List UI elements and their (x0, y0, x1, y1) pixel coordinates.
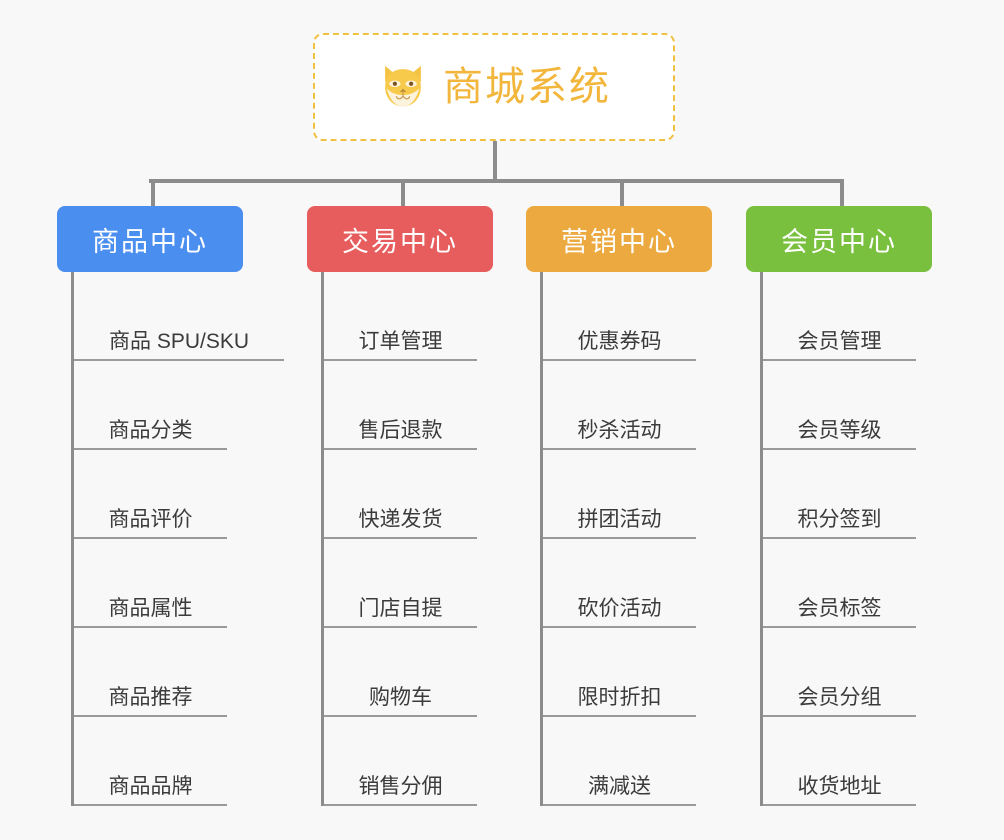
column-trade-center: 交易中心订单管理售后退款快递发货门店自提购物车销售分佣 (307, 206, 537, 806)
leaf-item-label: 快递发货 (358, 507, 443, 531)
root-title: 商城系统 (443, 65, 611, 109)
category-box-member-center[interactable]: 会员中心 (746, 206, 932, 272)
leaf-item[interactable]: 销售分佣 (324, 717, 477, 806)
leaf-item[interactable]: 砍价活动 (543, 539, 696, 628)
root-node[interactable]: 商城系统 (313, 33, 675, 141)
leaf-item-label: 砍价活动 (577, 596, 662, 620)
connector-drop-product-center (151, 179, 155, 206)
leaf-item-label: 会员管理 (797, 329, 882, 353)
leaf-item-label: 门店自提 (358, 596, 443, 620)
leaf-item[interactable]: 快递发货 (324, 450, 477, 539)
leaf-item-label: 优惠券码 (577, 329, 662, 353)
leaf-item[interactable]: 商品品牌 (74, 717, 227, 806)
leaf-item[interactable]: 收货地址 (763, 717, 916, 806)
leaf-item[interactable]: 售后退款 (324, 361, 477, 450)
leaf-item-label: 满减送 (588, 774, 651, 798)
leaf-item-label: 商品品牌 (108, 774, 193, 798)
leaf-item[interactable]: 商品属性 (74, 539, 227, 628)
leaf-item[interactable]: 购物车 (324, 628, 477, 717)
column-product-center: 商品中心商品 SPU/SKU 商品分类商品评价商品属性商品推荐商品品牌 (57, 206, 287, 806)
leaf-item[interactable]: 会员分组 (763, 628, 916, 717)
leaf-item-label: 商品评价 (108, 507, 193, 531)
leaf-item[interactable]: 会员标签 (763, 539, 916, 628)
column-marketing-center: 营销中心优惠券码秒杀活动拼团活动砍价活动限时折扣满减送 (526, 206, 756, 806)
leaf-item[interactable]: 商品推荐 (74, 628, 227, 717)
leaf-item-label: 订单管理 (358, 329, 443, 353)
shiba-dog-face-icon (385, 65, 421, 107)
leaf-item[interactable]: 商品 SPU/SKU (74, 272, 284, 361)
leaf-item-label: 积分签到 (797, 507, 882, 531)
leaf-item-label: 购物车 (369, 685, 432, 709)
leaf-item-label: 会员等级 (797, 418, 882, 442)
connector-drop-trade-center (401, 179, 405, 206)
leaf-item-label: 秒杀活动 (577, 418, 662, 442)
leaf-item[interactable]: 会员管理 (763, 272, 916, 361)
leaf-item-label: 商品 SPU/SKU (108, 329, 250, 353)
category-box-trade-center[interactable]: 交易中心 (307, 206, 493, 272)
leaf-item[interactable]: 优惠券码 (543, 272, 696, 361)
leaf-item[interactable]: 限时折扣 (543, 628, 696, 717)
leaf-item-label: 商品推荐 (108, 685, 193, 709)
leaf-item-label: 销售分佣 (358, 774, 443, 798)
leaf-item-label: 限时折扣 (577, 685, 662, 709)
leaf-list-marketing-center: 优惠券码秒杀活动拼团活动砍价活动限时折扣满减送 (540, 272, 756, 806)
leaf-item[interactable]: 商品评价 (74, 450, 227, 539)
leaf-item-label: 商品属性 (108, 596, 193, 620)
connector-root-stem (493, 141, 497, 181)
leaf-item-label: 拼团活动 (577, 507, 662, 531)
connector-drop-marketing-center (620, 179, 624, 206)
leaf-item[interactable]: 积分签到 (763, 450, 916, 539)
column-member-center: 会员中心会员管理会员等级积分签到会员标签会员分组收货地址 (746, 206, 976, 806)
leaf-item[interactable]: 拼团活动 (543, 450, 696, 539)
leaf-list-product-center: 商品 SPU/SKU 商品分类商品评价商品属性商品推荐商品品牌 (71, 272, 287, 806)
category-box-product-center[interactable]: 商品中心 (57, 206, 243, 272)
connector-horizontal-bus (149, 179, 841, 183)
leaf-item[interactable]: 满减送 (543, 717, 696, 806)
leaf-list-trade-center: 订单管理售后退款快递发货门店自提购物车销售分佣 (321, 272, 537, 806)
leaf-item-label: 售后退款 (358, 418, 443, 442)
leaf-list-member-center: 会员管理会员等级积分签到会员标签会员分组收货地址 (760, 272, 976, 806)
leaf-item-label: 会员标签 (797, 596, 882, 620)
leaf-item-label: 会员分组 (797, 685, 882, 709)
leaf-item[interactable]: 订单管理 (324, 272, 477, 361)
leaf-item-label: 收货地址 (797, 774, 882, 798)
category-box-marketing-center[interactable]: 营销中心 (526, 206, 712, 272)
leaf-item[interactable]: 商品分类 (74, 361, 227, 450)
connector-drop-member-center (840, 179, 844, 206)
leaf-item[interactable]: 会员等级 (763, 361, 916, 450)
leaf-item[interactable]: 秒杀活动 (543, 361, 696, 450)
leaf-item-label: 商品分类 (108, 418, 193, 442)
leaf-item[interactable]: 门店自提 (324, 539, 477, 628)
